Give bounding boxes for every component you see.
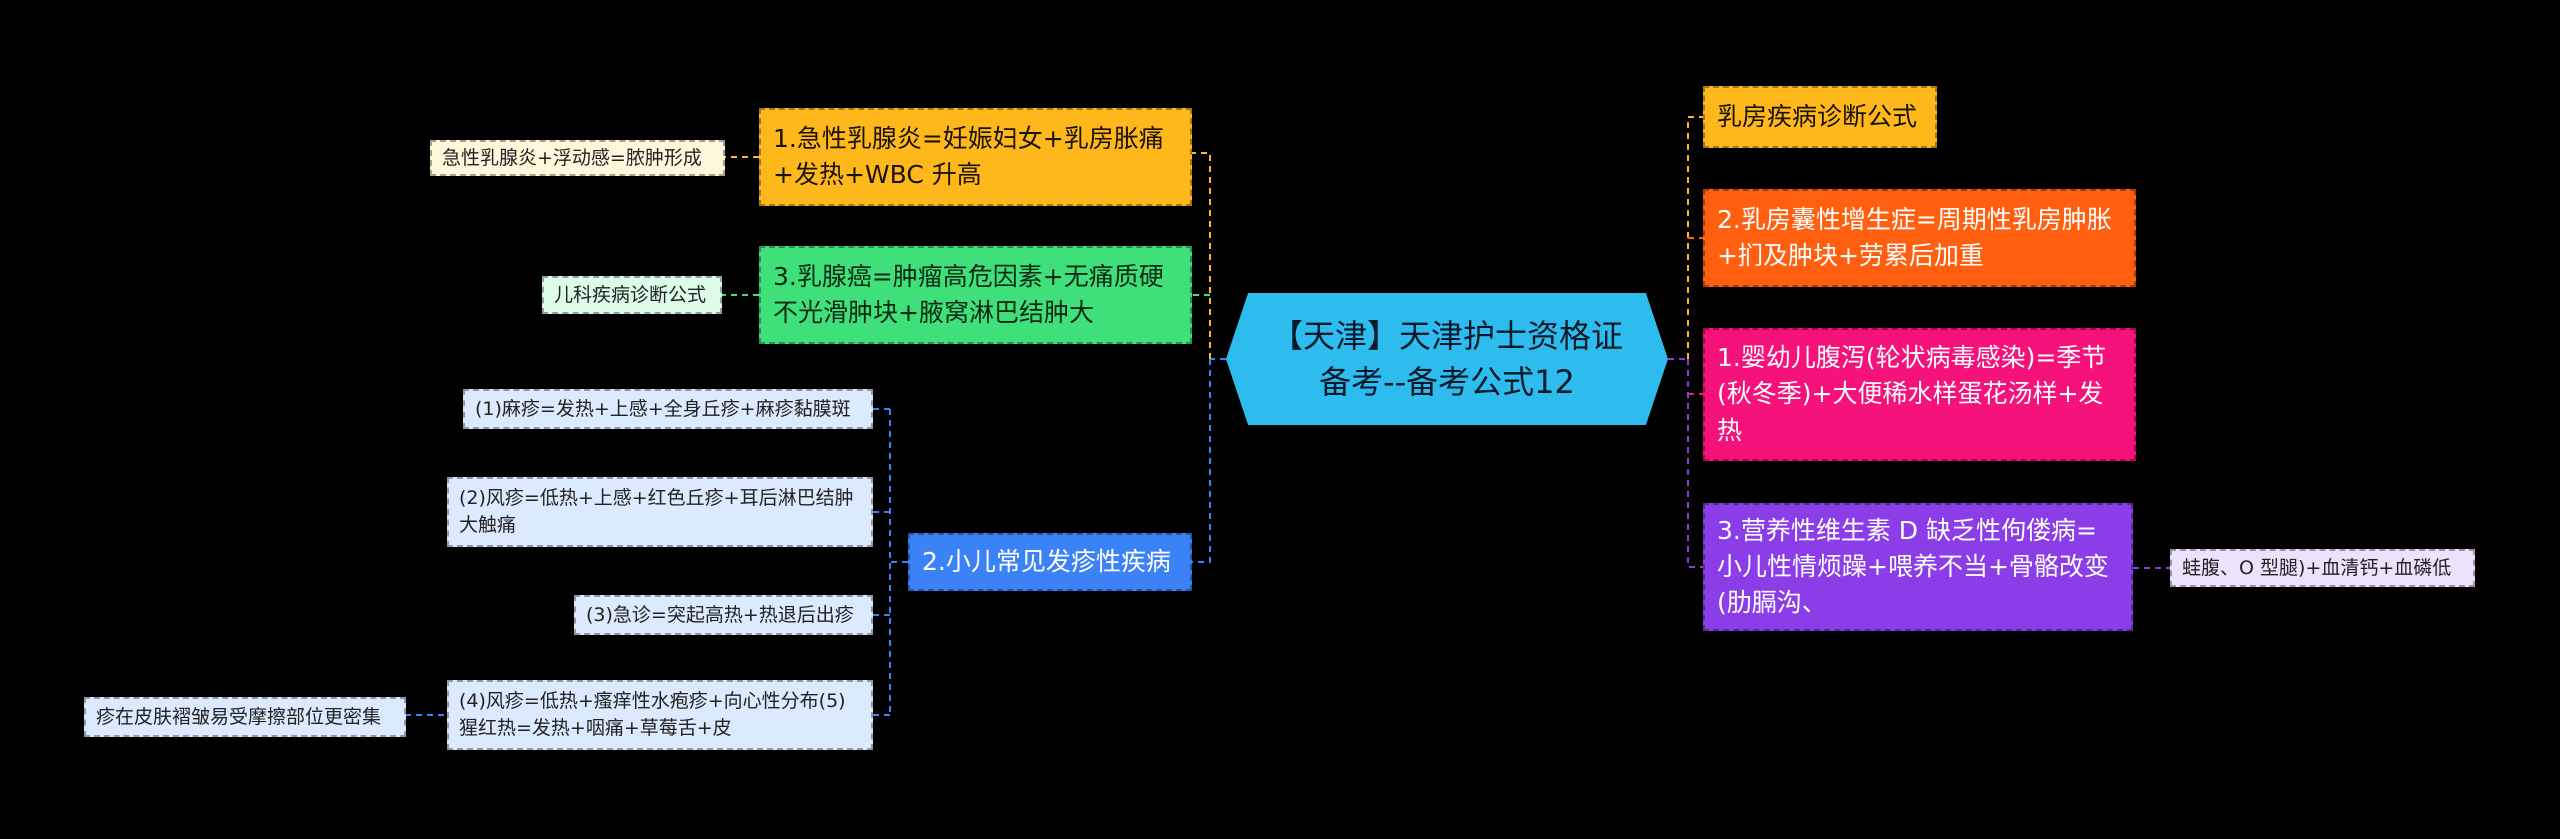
root-topic[interactable]: 【天津】天津护士资格证备考--备考公式12 [1226, 293, 1668, 425]
branch-label: 1.急性乳腺炎=妊娠妇女+乳房胀痛+发热+WBC 升高 [773, 123, 1164, 189]
branch-label: 乳房疾病诊断公式 [1717, 101, 1918, 131]
note-rickets-signs[interactable]: 蛙腹、O 型腿)+血清钙+血磷低 [2170, 549, 2475, 587]
connector-right-trunk-up [1687, 116, 1703, 359]
item-label: (1)麻疹=发热+上感+全身丘疹+麻疹黏膜斑 [475, 397, 851, 420]
branch-breast-cancer[interactable]: 3.乳腺癌=肿瘤高危因素+无痛质硬不光滑肿块+腋窝淋巴结肿大 [759, 246, 1192, 344]
branch-label: 3.营养性维生素 D 缺乏性佝偻病=小儿性情烦躁+喂养不当+骨骼改变(肋膈沟、 [1717, 515, 2109, 618]
connector-b2-children [873, 408, 908, 716]
item-label: (2)风疹=低热+上感+红色丘疹+耳后淋巴结肿大触痛 [459, 487, 854, 536]
branch-label: 2.乳房囊性增生症=周期性乳房肿胀+扪及肿块+劳累后加重 [1717, 204, 2112, 270]
note-label: 急性乳腺炎+浮动感=脓肿形成 [442, 146, 702, 169]
branch-label: 2.小儿常见发疹性疾病 [922, 546, 1171, 576]
branch-rickets[interactable]: 3.营养性维生素 D 缺乏性佝偻病=小儿性情烦躁+喂养不当+骨骼改变(肋膈沟、 [1703, 503, 2133, 631]
branch-label: 1.婴幼儿腹泻(轮状病毒感染)=季节(秋冬季)+大便稀水样蛋花汤样+发热 [1717, 343, 2107, 445]
note-pediatric-formula[interactable]: 儿科疾病诊断公式 [542, 276, 722, 314]
branch-label: 3.乳腺癌=肿瘤高危因素+无痛质硬不光滑肿块+腋窝淋巴结肿大 [773, 261, 1164, 327]
item-rubella[interactable]: (2)风疹=低热+上感+红色丘疹+耳后淋巴结肿大触痛 [447, 477, 873, 547]
connector-left-trunk-down [1192, 359, 1211, 563]
note-label: 蛙腹、O 型腿)+血清钙+血磷低 [2182, 556, 2452, 579]
item-measles[interactable]: (1)麻疹=发热+上感+全身丘疹+麻疹黏膜斑 [463, 389, 873, 429]
root-title: 【天津】天津护士资格证备考--备考公式12 [1270, 316, 1623, 401]
item-label: (4)风疹=低热+瘙痒性水疱疹+向心性分布(5)猩红热=发热+咽痛+草莓舌+皮 [459, 690, 846, 739]
note-abscess[interactable]: 急性乳腺炎+浮动感=脓肿形成 [430, 140, 725, 176]
note-label: 疹在皮肤褶皱易受摩擦部位更密集 [96, 705, 382, 728]
connector-left-trunk-up [1192, 152, 1211, 359]
item-label: (3)急诊=突起高热+热退后出疹 [586, 603, 854, 626]
note-label: 儿科疾病诊断公式 [554, 283, 707, 306]
branch-infant-diarrhea[interactable]: 1.婴幼儿腹泻(轮状病毒感染)=季节(秋冬季)+大便稀水样蛋花汤样+发热 [1703, 328, 2136, 461]
branch-breast-diagnosis[interactable]: 乳房疾病诊断公式 [1703, 86, 1937, 148]
note-rash-distribution[interactable]: 疹在皮肤褶皱易受摩擦部位更密集 [84, 697, 406, 737]
branch-acute-mastitis[interactable]: 1.急性乳腺炎=妊娠妇女+乳房胀痛+发热+WBC 升高 [759, 108, 1192, 206]
branch-pediatric-rash[interactable]: 2.小儿常见发疹性疾病 [908, 533, 1192, 591]
item-roseola[interactable]: (3)急诊=突起高热+热退后出疹 [574, 595, 873, 635]
connector-right-trunk-down [1687, 359, 1703, 568]
branch-cystic-hyperplasia[interactable]: 2.乳房囊性增生症=周期性乳房肿胀+扪及肿块+劳累后加重 [1703, 189, 2136, 287]
item-chickenpox-scarlet[interactable]: (4)风疹=低热+瘙痒性水疱疹+向心性分布(5)猩红热=发热+咽痛+草莓舌+皮 [447, 680, 873, 750]
